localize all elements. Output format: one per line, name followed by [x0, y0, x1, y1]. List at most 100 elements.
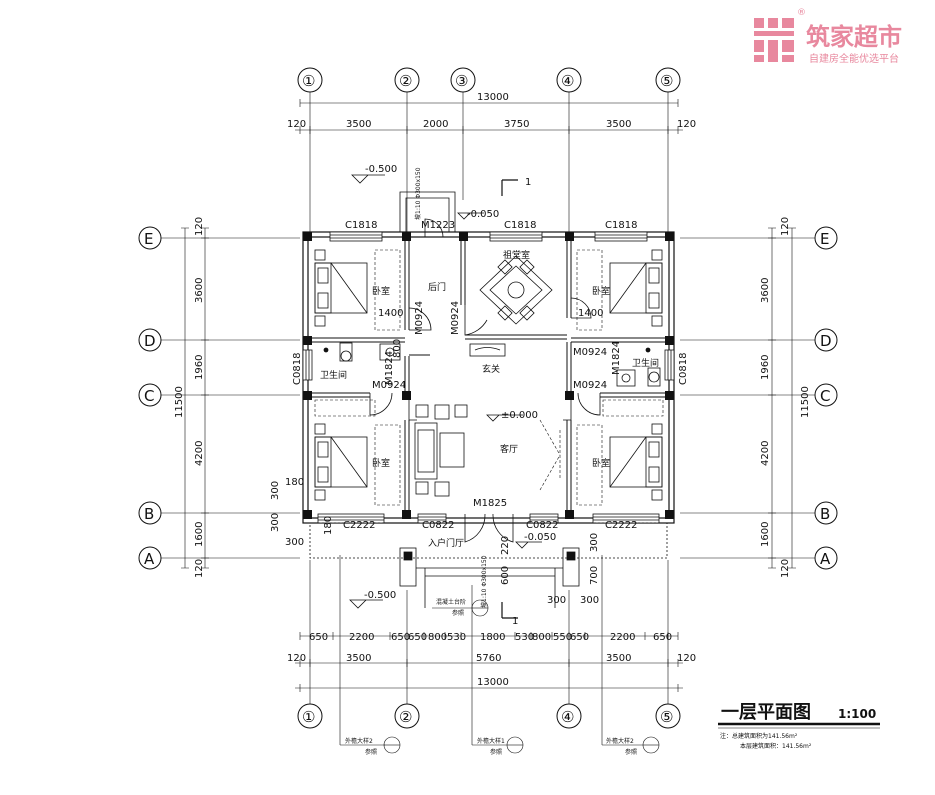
dim-misc-300-a: 300: [270, 481, 281, 500]
brand-registered-mark: ®: [797, 8, 806, 18]
dim-top-seg-2: 3500: [346, 119, 371, 130]
axis-right-A: A: [820, 550, 831, 568]
code-m0924-e: M0924: [573, 380, 607, 391]
dim-left-seg-2: 3600: [194, 278, 205, 303]
room-label-living: 客厅: [500, 443, 518, 455]
level-outdoor-bottom: -0.500: [364, 590, 396, 601]
code-c2222-right: C2222: [605, 520, 637, 531]
level-front-step: -0.050: [524, 532, 556, 543]
axis-lines: [161, 92, 815, 704]
dim-misc-300-f: 300: [589, 533, 600, 552]
dim-misc-1400-right: 1400: [578, 308, 603, 319]
living-room-sofa: [414, 404, 468, 497]
ramp-label-back: 坡1:10 Φ300x150: [414, 167, 422, 220]
bed-top-left: [314, 249, 368, 327]
level-markers: [349, 174, 542, 609]
dim-bottom-d1: 650: [309, 632, 328, 643]
code-c1818-right: C1818: [605, 220, 637, 231]
level-outdoor-top: -0.500: [365, 164, 397, 175]
dim-top-seg-4: 3750: [504, 119, 529, 130]
brand-mark-icon: [754, 18, 794, 62]
axis-left-A: A: [144, 550, 155, 568]
dim-left-seg-3: 1960: [194, 355, 205, 380]
code-m0924-c: M0924: [573, 347, 607, 358]
axis-right-E: E: [820, 230, 829, 248]
area-note-floor: 本层建筑面积：141.56m²: [740, 742, 812, 750]
brand-logo: 筑家超市 自建房全能优选平台 ®: [754, 8, 902, 65]
code-c0822-left: C0822: [422, 520, 454, 531]
detail-ref-3-sub: 参照: [625, 748, 637, 756]
detail-ref-3-title: 外檐大样2: [606, 737, 634, 745]
dim-misc-800: 800: [392, 339, 403, 358]
detail-ref-4-sub: 参照: [452, 609, 464, 617]
dim-misc-300-d: 300: [547, 595, 566, 606]
code-m1825: M1825: [473, 498, 507, 509]
axis-bottom-1: ①: [302, 708, 315, 726]
code-m1824-right: M1824: [611, 341, 622, 375]
axis-top-1: ①: [302, 72, 315, 90]
room-label-bath-right: 卫生间: [632, 357, 659, 369]
dim-misc-300-c: 300: [285, 537, 304, 548]
section-label-top: 1: [525, 177, 531, 188]
wardrobes: [314, 249, 664, 506]
dim-top-total: 13000: [477, 92, 509, 103]
axis-left-C: C: [144, 387, 154, 405]
dim-misc-300-e: 300: [580, 595, 599, 606]
dim-bottom-d6: 530: [447, 632, 466, 643]
axis-top-5: ⑤: [660, 72, 673, 90]
code-c1818-left: C1818: [345, 220, 377, 231]
brand-tagline: 自建房全能优选平台: [809, 52, 899, 65]
windows: [302, 231, 675, 524]
dim-misc-600: 600: [500, 566, 511, 585]
tv-cabinet: [539, 419, 561, 491]
dim-top-seg-1: 120: [287, 119, 306, 130]
foyer-cabinet: [469, 343, 506, 357]
dim-left-seg-5: 1600: [194, 522, 205, 547]
room-label-bath-left: 卫生间: [320, 369, 347, 381]
dim-bottom-axis-4: 3500: [606, 653, 631, 664]
dim-misc-1400-left: 1400: [378, 308, 403, 319]
code-m0924-a: M0924: [414, 301, 425, 335]
code-m1223: M1223: [421, 220, 455, 231]
dim-bottom-d11: 650: [570, 632, 589, 643]
axis-bottom-2: ②: [399, 708, 412, 726]
axis-left-B: B: [144, 505, 154, 523]
code-c1818-mid: C1818: [504, 220, 536, 231]
dim-bottom-d2: 2200: [349, 632, 374, 643]
dim-top-seg-5: 3500: [606, 119, 631, 130]
axis-left-D: D: [144, 332, 156, 350]
front-porch: [309, 522, 668, 608]
room-label-bedroom-4: 卧室: [592, 457, 610, 469]
code-c0822-right: C0822: [526, 520, 558, 531]
drawing-scale: 1:100: [838, 707, 876, 721]
level-back-step: -0.050: [467, 209, 499, 220]
axis-top-2: ②: [399, 72, 412, 90]
dim-right-seg-6: 120: [780, 559, 791, 578]
axis-left-E: E: [144, 230, 153, 248]
axis-right-D: D: [820, 332, 832, 350]
room-label-worship: 祖堂室: [503, 249, 530, 261]
code-c2222-left: C2222: [343, 520, 375, 531]
brand-name: 筑家超市: [806, 23, 902, 51]
dim-right-seg-5: 1600: [760, 522, 771, 547]
dim-left-total: 11500: [174, 386, 185, 418]
back-steps: [399, 191, 456, 232]
dim-top-seg-3: 2000: [423, 119, 448, 130]
bathroom-fixtures: [323, 342, 661, 387]
dim-right-total: 11500: [800, 386, 811, 418]
dim-bottom-d13: 650: [653, 632, 672, 643]
dim-right-seg-4: 4200: [760, 441, 771, 466]
worship-room-pattern: [479, 255, 553, 325]
axis-bottom-4: ④: [561, 708, 574, 726]
detail-ref-2-sub: 参照: [490, 748, 502, 756]
bed-bottom-right: [609, 423, 663, 501]
axis-bubbles-top: [297, 67, 681, 93]
dim-bottom-d4: 650: [408, 632, 427, 643]
room-label-back-door: 后门: [428, 281, 446, 293]
drawing-title: 一层平面图: [721, 702, 811, 723]
dim-top-seg-6: 120: [677, 119, 696, 130]
room-label-entrance: 入户门厅: [428, 537, 464, 549]
dim-bottom-d9: 800: [532, 632, 551, 643]
detail-ref-4-title: 混凝土台阶: [436, 598, 466, 606]
